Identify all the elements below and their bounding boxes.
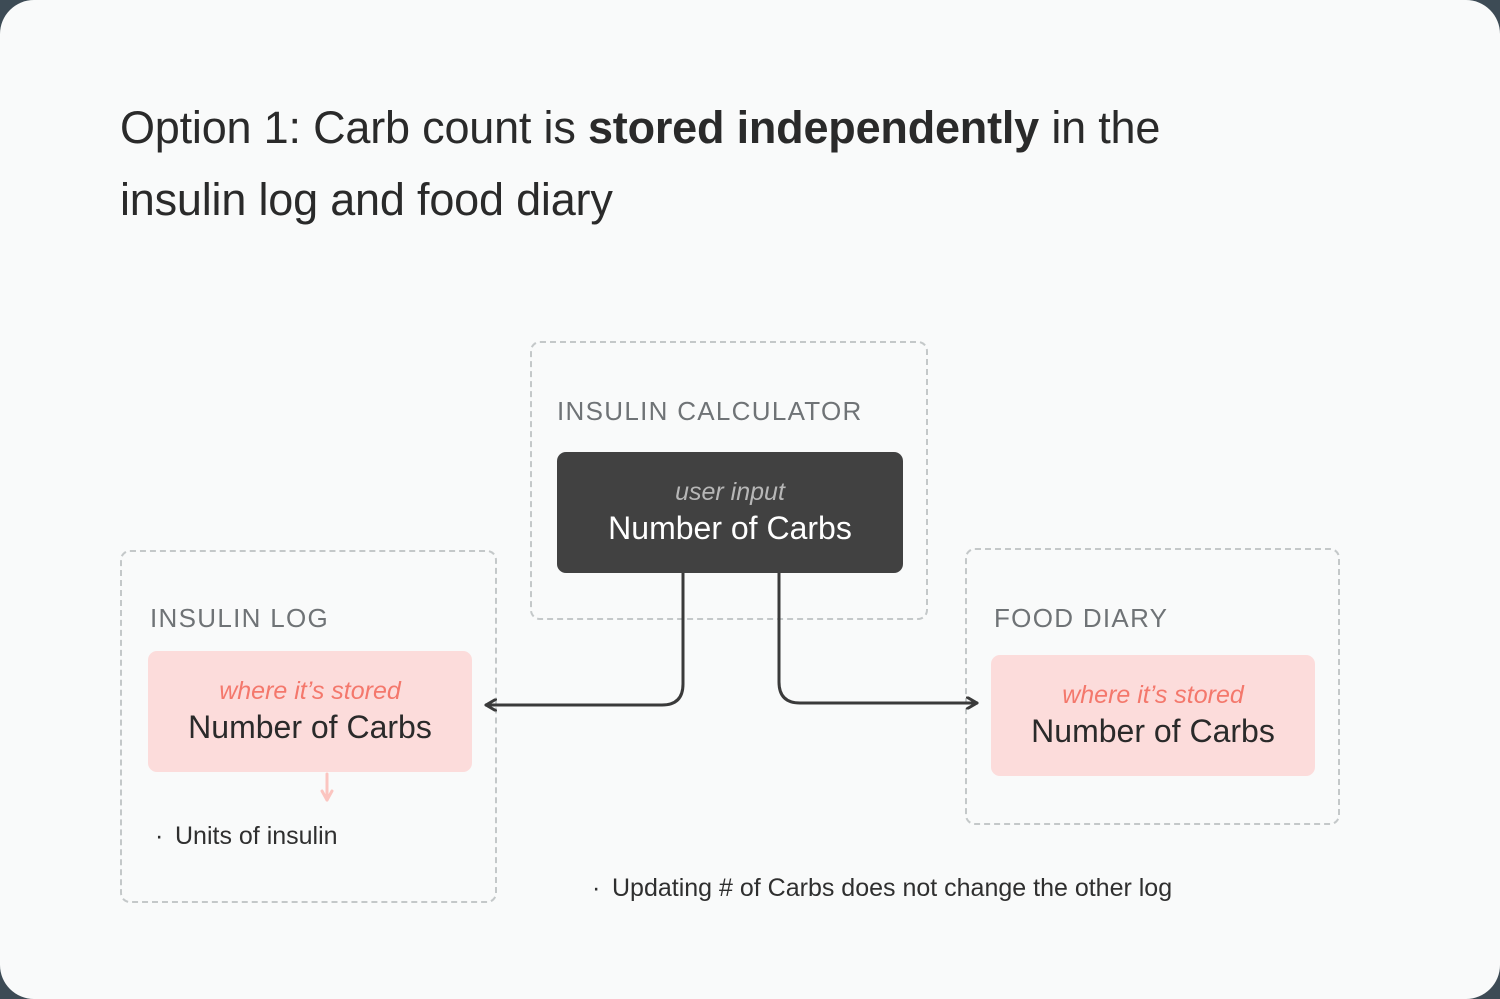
bullet-update-note: · Updating # of Carbs does not change the… [592, 874, 1172, 903]
node-insulin-log-number-of-carbs[interactable]: where it’s stored Number of Carbs [148, 651, 472, 772]
group-insulin-calculator [530, 341, 928, 620]
node-kicker: where it’s stored [219, 677, 401, 706]
title-emphasis: stored independently [587, 102, 1040, 153]
group-insulin-log [120, 550, 497, 903]
bullet-marker-icon: · [155, 822, 164, 850]
bullet-units-of-insulin-label: Units of insulin [175, 822, 338, 850]
bullet-units-of-insulin: · Units of insulin [155, 822, 338, 851]
group-label-insulin-calculator: INSULIN CALCULATOR [557, 396, 863, 426]
title-prefix: Option 1: Carb count is [120, 102, 588, 153]
node-kicker: user input [675, 477, 785, 506]
group-label-food-diary: FOOD DIARY [994, 603, 1169, 633]
node-title: Number of Carbs [608, 510, 852, 547]
group-label-insulin-log: INSULIN LOG [150, 603, 330, 633]
node-kicker: where it’s stored [1062, 681, 1244, 710]
page-title: Option 1: Carb count is stored independe… [120, 92, 1300, 236]
node-food-diary-number-of-carbs[interactable]: where it’s stored Number of Carbs [991, 655, 1315, 776]
title-suffix: in the [1039, 102, 1161, 153]
node-title: Number of Carbs [188, 708, 432, 745]
title-line-2: insulin log and food diary [120, 174, 613, 225]
bullet-marker-icon: · [592, 874, 601, 902]
node-user-input-number-of-carbs[interactable]: user input Number of Carbs [557, 452, 903, 573]
node-title: Number of Carbs [1031, 712, 1275, 749]
bullet-update-note-label: Updating # of Carbs does not change the … [612, 874, 1173, 902]
